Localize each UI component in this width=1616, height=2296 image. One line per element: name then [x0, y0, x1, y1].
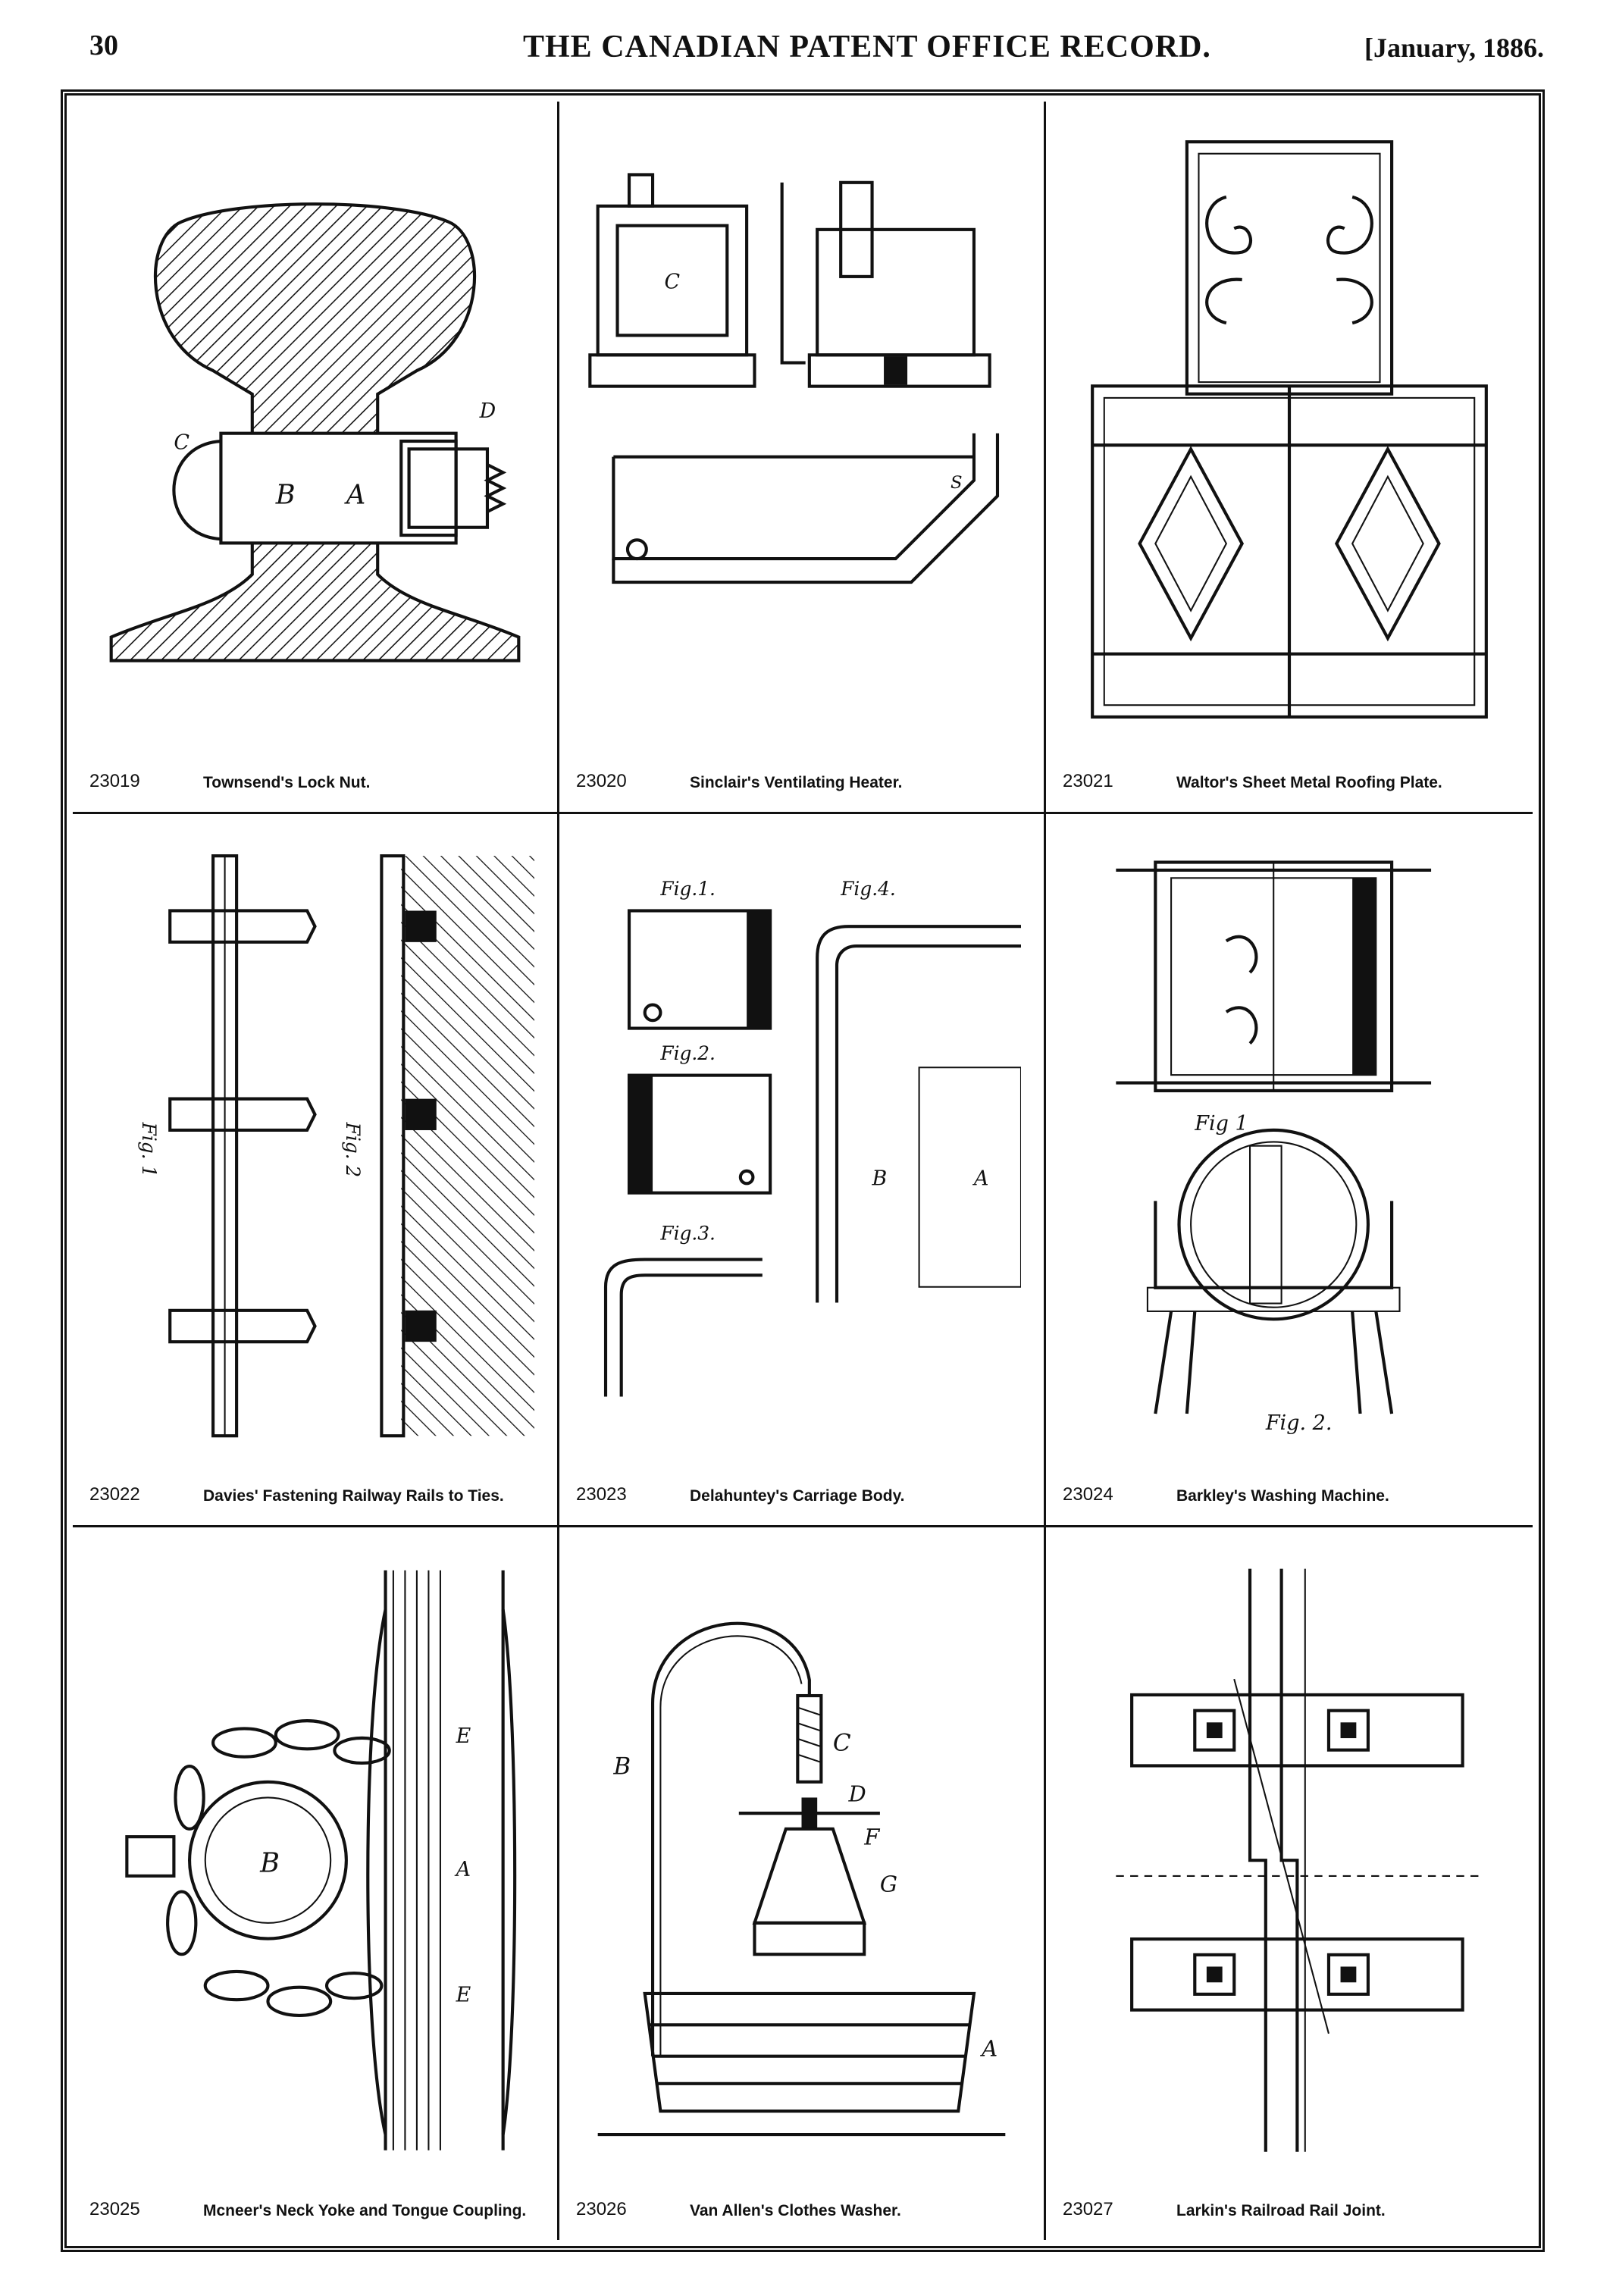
svg-text:C: C	[174, 431, 189, 454]
fig-label: Fig. 2.	[1265, 1411, 1333, 1435]
patent-number: 23024	[1063, 1483, 1113, 1505]
patent-caption: 23023 Delahuntey's Carriage Body.	[576, 1472, 1033, 1505]
svg-text:B: B	[872, 1167, 888, 1191]
page-number: 30	[89, 30, 118, 61]
patent-number: 23022	[89, 1483, 140, 1505]
patent-cell-23027: 23027 Larkin's Railroad Rail Joint.	[1046, 1527, 1533, 2240]
patent-number: 23025	[89, 2198, 140, 2219]
fig-label: Fig 1	[1194, 1112, 1248, 1135]
patent-grid: B A D C 23019 Townsend's Lock Nut. C	[73, 102, 1533, 2240]
drawing-washing-machine: Fig 1 Fig. 2.	[1116, 860, 1432, 1435]
patent-cell-23024: Fig 1 Fig. 2. 23024 Barkley's Washing Ma…	[1046, 814, 1533, 1527]
patent-title: Delahuntey's Carriage Body.	[690, 1486, 905, 1505]
svg-text:D: D	[848, 1781, 866, 1806]
issue-date: [January, 1886.	[1364, 33, 1545, 63]
patent-title: Davies' Fastening Railway Rails to Ties.	[203, 1486, 504, 1505]
fig-label: Fig.4.	[840, 878, 896, 900]
patent-cell-23023: Fig.1. Fig.2. Fig.3. Fig.4. A B 23023	[559, 814, 1046, 1527]
svg-text:B: B	[275, 480, 296, 511]
patent-number: 23020	[576, 771, 627, 792]
patent-number: 23023	[576, 1483, 627, 1505]
patent-title: Larkin's Railroad Rail Joint.	[1176, 2201, 1386, 2219]
drawing-roofing-plate	[1091, 140, 1488, 719]
fig-label: Fig.2.	[659, 1042, 716, 1064]
patent-cell-23021: 23021 Waltor's Sheet Metal Roofing Plate…	[1046, 102, 1533, 815]
patent-caption: 23024 Barkley's Washing Machine.	[1063, 1472, 1522, 1505]
journal-title: THE CANADIAN PATENT OFFICE RECORD.	[523, 30, 1211, 64]
patent-caption: 23020 Sinclair's Ventilating Heater.	[576, 759, 1033, 792]
svg-text:E: E	[456, 1724, 471, 1748]
patent-number: 23021	[1063, 771, 1113, 792]
svg-text:C: C	[665, 270, 681, 293]
patent-cell-23025: B E A E 23025 Mcneer's Neck Yok	[73, 1527, 559, 2240]
patent-title: Waltor's Sheet Metal Roofing Plate.	[1176, 774, 1442, 792]
patent-number: 23026	[576, 2198, 627, 2219]
patent-title: Barkley's Washing Machine.	[1176, 1486, 1389, 1505]
patent-caption: 23022 Davies' Fastening Railway Rails to…	[89, 1472, 546, 1505]
drawing-carriage-body: Fig.1. Fig.2. Fig.3. Fig.4. A B	[603, 878, 1021, 1397]
patent-plate-frame: B A D C 23019 Townsend's Lock Nut. C	[61, 89, 1545, 2252]
drawing-rail-joint	[1116, 1568, 1479, 2152]
svg-text:A: A	[972, 1167, 988, 1191]
patent-caption: 23019 Townsend's Lock Nut.	[89, 759, 546, 792]
drawing-lock-nut: B A D C	[109, 202, 521, 662]
drawing-clothes-washer: C B D F G A	[597, 1621, 1006, 2136]
svg-text:E: E	[456, 1983, 471, 2006]
svg-text:Fig. 2: Fig. 2	[342, 1122, 364, 1178]
svg-text:S: S	[950, 473, 963, 493]
patent-title: Mcneer's Neck Yoke and Tongue Coupling.	[203, 2201, 527, 2219]
svg-text:G: G	[880, 1871, 897, 1897]
patent-cell-23026: C B D F G A 23026 Van Allen's Clothes Wa…	[559, 1527, 1046, 2240]
svg-text:F: F	[863, 1824, 880, 1850]
svg-text:C: C	[833, 1729, 851, 1756]
patent-number: 23027	[1063, 2198, 1113, 2219]
drawing-ventilating-heater: C S	[588, 173, 1000, 584]
svg-text:Fig. 1: Fig. 1	[138, 1122, 160, 1178]
svg-text:B: B	[259, 1847, 280, 1878]
svg-text:D: D	[479, 399, 496, 423]
patent-cell-23022: Fig. 1 Fig. 2 23022 Davies' Fastening Ra…	[73, 814, 559, 1527]
patent-title: Townsend's Lock Nut.	[203, 774, 371, 792]
patent-caption: 23025 Mcneer's Neck Yoke and Tongue Coup…	[89, 2187, 546, 2220]
patent-title: Sinclair's Ventilating Heater.	[690, 774, 903, 792]
drawing-railway-rails: Fig. 1 Fig. 2	[138, 854, 534, 1438]
svg-text:A: A	[979, 2035, 997, 2061]
patent-cell-23020: C S 23020 Sinclair's Ventilating Heater.	[559, 102, 1046, 815]
patent-caption: 23026 Van Allen's Clothes Washer.	[576, 2187, 1033, 2220]
svg-text:B: B	[612, 1753, 631, 1780]
fig-label: Fig.3.	[659, 1223, 716, 1245]
page-header: 30 THE CANADIAN PATENT OFFICE RECORD. [J…	[0, 0, 1616, 91]
fig-label: Fig.1.	[659, 878, 716, 900]
drawing-neck-yoke-coupling: B E A E	[125, 1570, 517, 2150]
svg-text:A: A	[454, 1857, 471, 1881]
patent-caption: 23027 Larkin's Railroad Rail Joint.	[1063, 2187, 1522, 2220]
patent-number: 23019	[89, 771, 140, 792]
patent-title: Van Allen's Clothes Washer.	[690, 2201, 901, 2219]
svg-text:A: A	[344, 480, 365, 511]
patent-caption: 23021 Waltor's Sheet Metal Roofing Plate…	[1063, 759, 1522, 792]
patent-cell-23019: B A D C 23019 Townsend's Lock Nut.	[73, 102, 559, 815]
